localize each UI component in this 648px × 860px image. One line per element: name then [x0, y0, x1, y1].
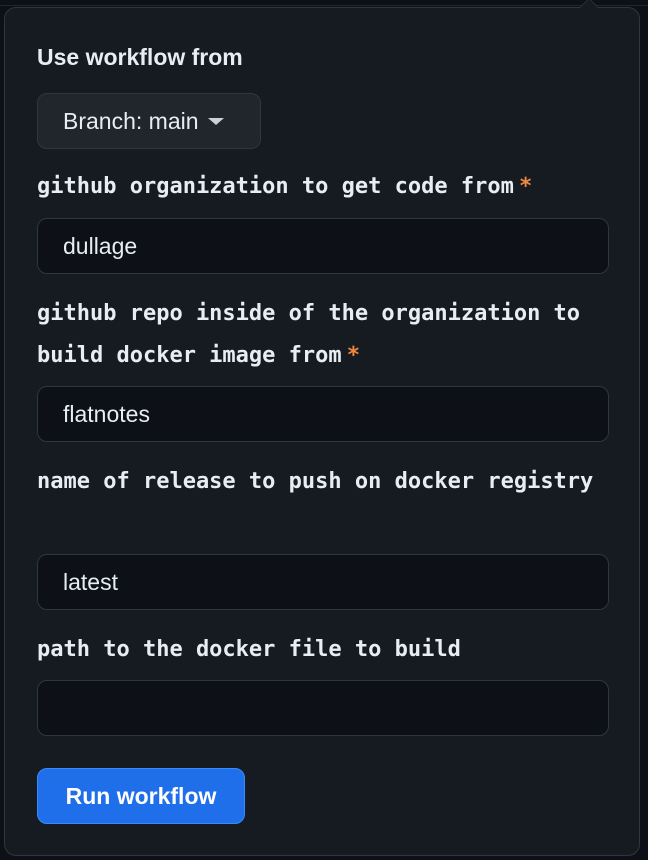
release-field-label-text: name of release to push on docker regist… [37, 469, 594, 494]
branch-select-label: Branch: main [63, 107, 199, 134]
org-field-label-text: github organization to get code from [37, 174, 514, 199]
required-marker: * [519, 174, 532, 199]
repo-field-label: github repo inside of the organization t… [37, 293, 617, 377]
dockerfile-field-label-text: path to the docker file to build [37, 637, 461, 662]
branch-select-button[interactable]: Branch: main [37, 93, 261, 149]
release-input[interactable] [37, 554, 609, 610]
background-divider [0, 5, 648, 6]
release-field-label: name of release to push on docker regist… [37, 461, 617, 503]
org-field-label: github organization to get code from* [37, 166, 617, 208]
org-input[interactable] [37, 218, 609, 274]
run-workflow-popover: Use workflow from Branch: main github or… [4, 0, 640, 856]
popover-caret-fill [580, 0, 598, 8]
dockerfile-path-input[interactable] [37, 680, 609, 736]
triangle-down-icon [207, 117, 224, 125]
repo-field-label-text: github repo inside of the organization t… [37, 301, 581, 368]
popover-heading: Use workflow from [37, 44, 243, 70]
run-workflow-button[interactable]: Run workflow [37, 768, 245, 824]
repo-input[interactable] [37, 386, 609, 442]
dockerfile-field-label: path to the docker file to build [37, 629, 617, 671]
required-marker: * [347, 343, 360, 368]
